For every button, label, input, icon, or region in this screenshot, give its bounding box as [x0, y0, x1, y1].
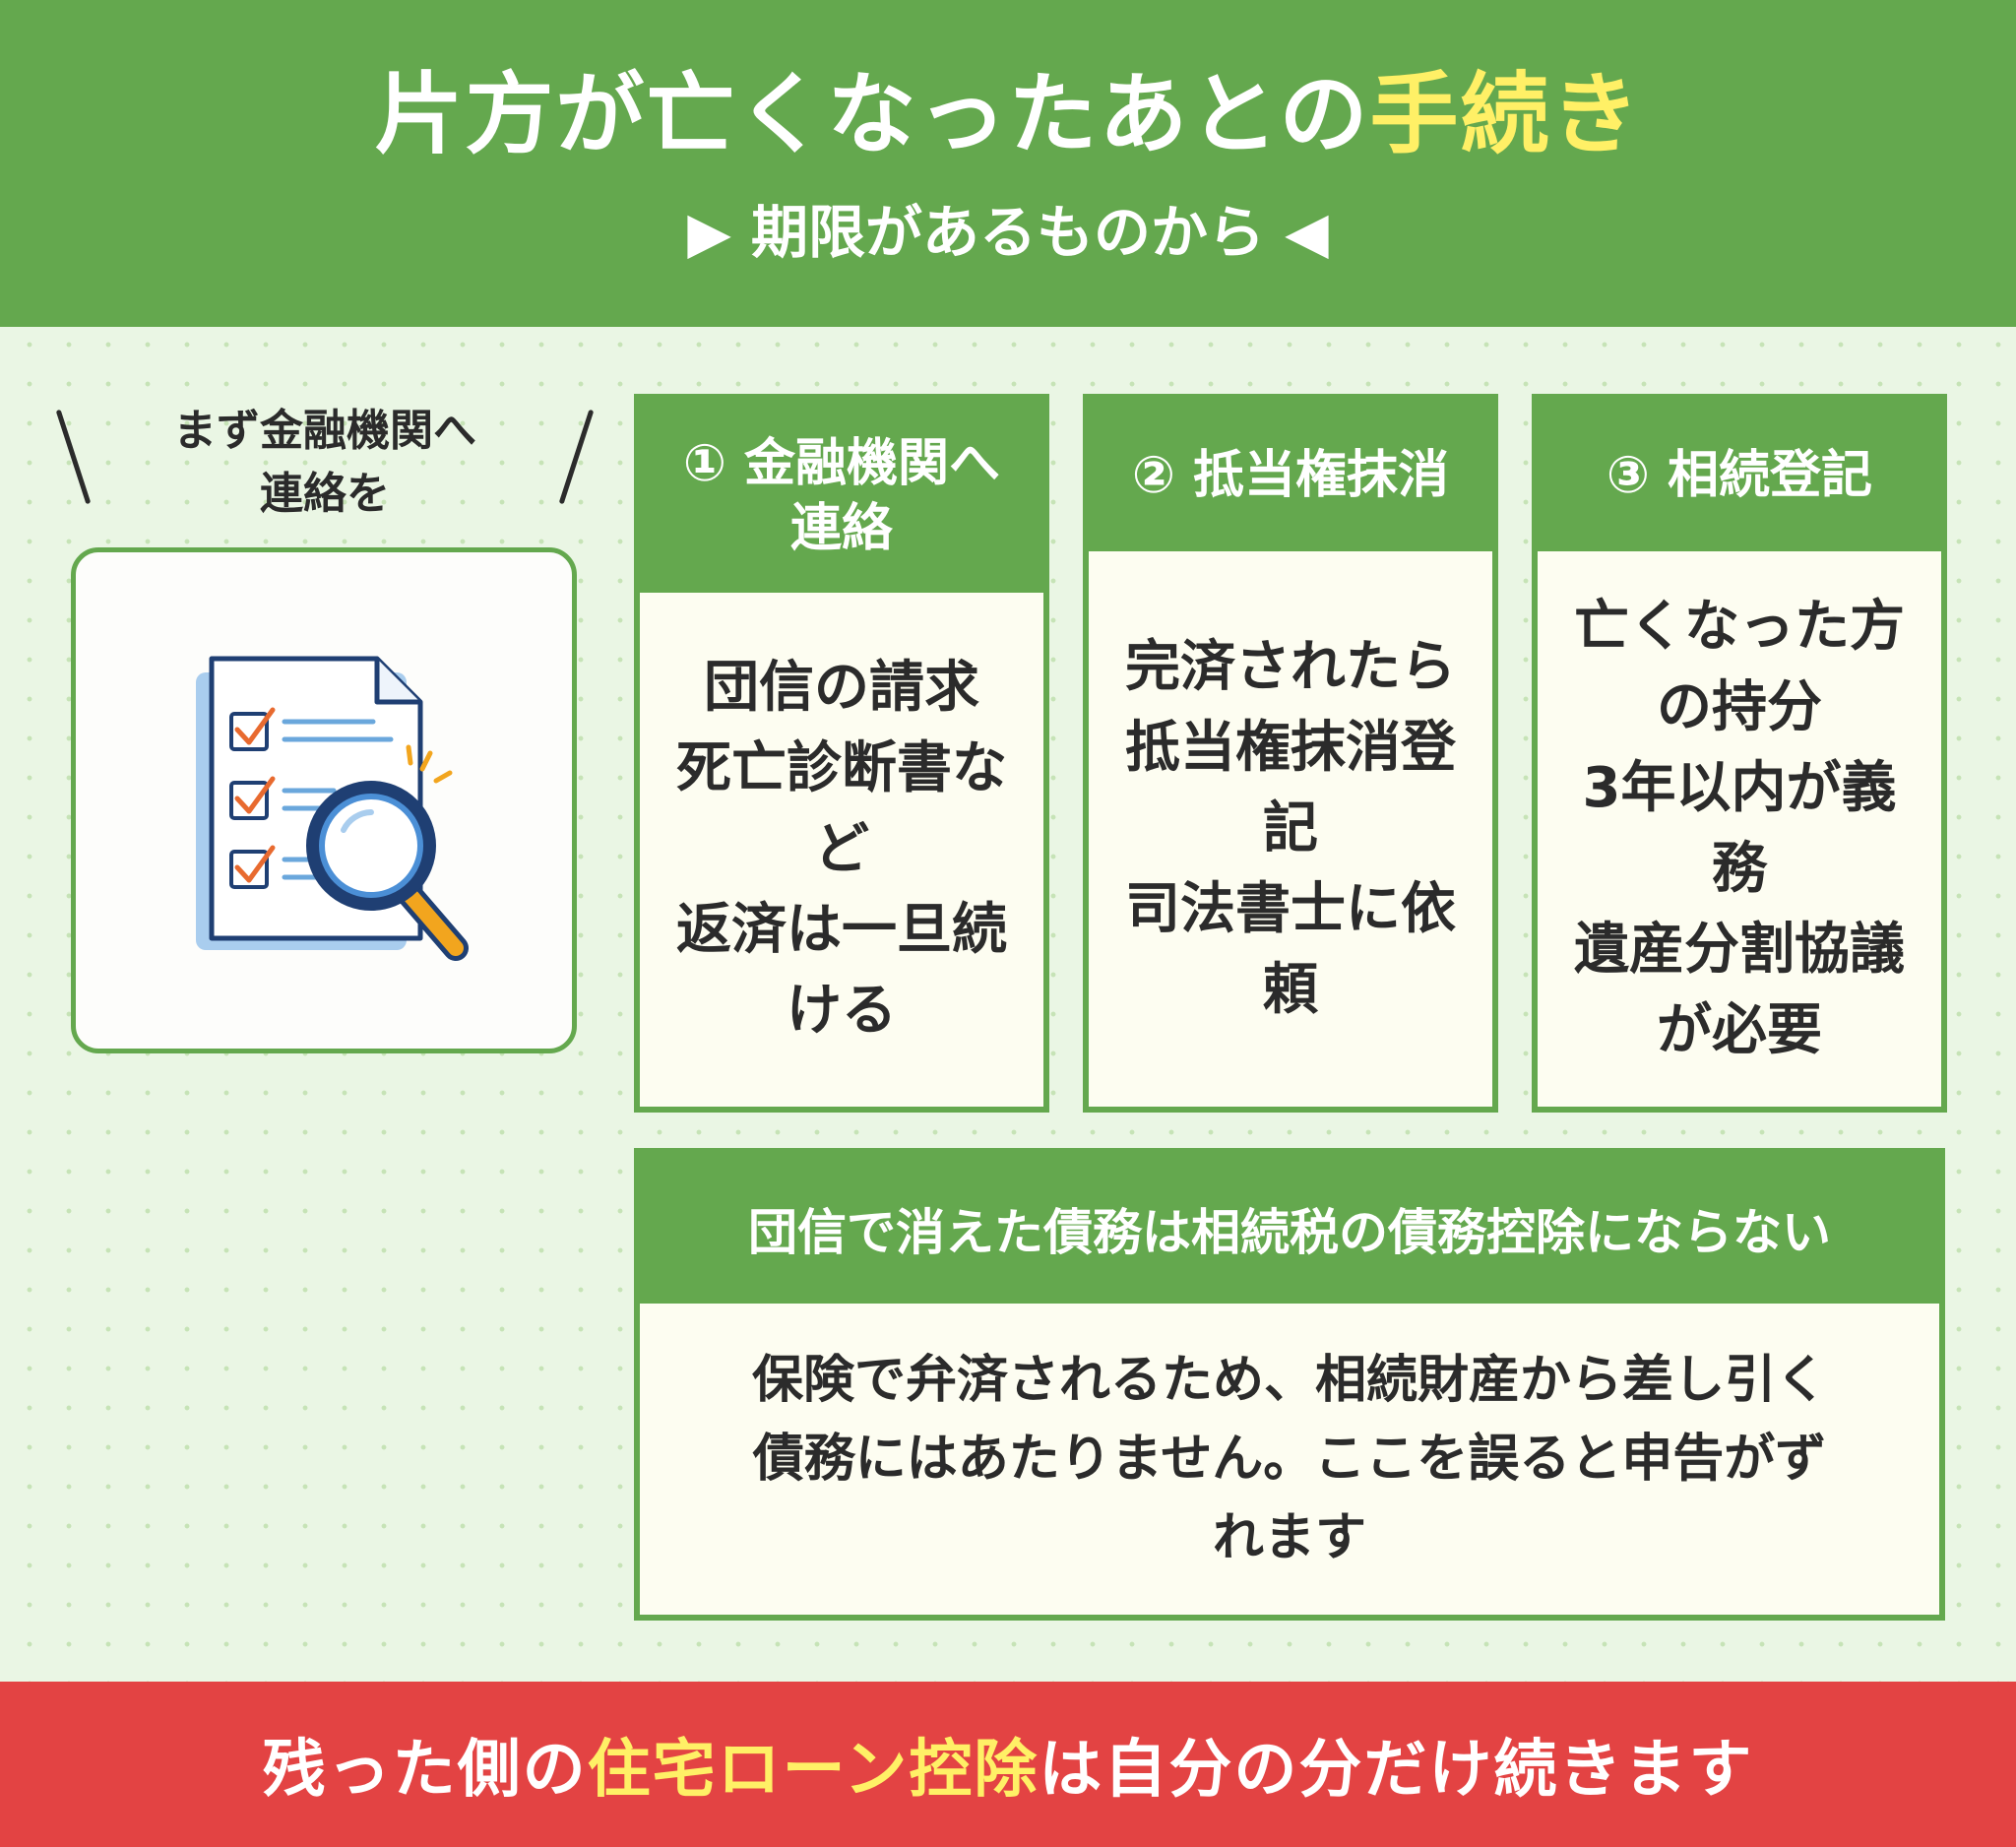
note-body-line: 保険で弁済されるため、相続財産から差し引く — [751, 1351, 1827, 1410]
card-body-line: ける — [787, 979, 897, 1043]
card-mortgage-cancellation-title: ② 抵当権抹消 — [1089, 400, 1492, 551]
card-body-line: 亡くなった方 — [1574, 595, 1905, 659]
card-inheritance-registration-body: 亡くなった方 の持分 3年以内が義 務 遺産分割協議 が必要 — [1538, 551, 1941, 1107]
card-mortgage-cancellation: ② 抵当権抹消 完済されたら 抵当権抹消登 記 司法書士に依 頼 — [1083, 394, 1498, 1113]
illustration-box — [71, 547, 577, 1053]
note-body-line: 債務にはあたりません。ここを誤ると申告がず — [752, 1430, 1827, 1489]
footer-text-post: は自分の分だけ続きます — [1039, 1734, 1754, 1807]
header-banner: 片方が亡くなったあとの手続き ▶ 期限があるものから ◀ — [0, 0, 2016, 327]
footer-banner: 残った側の住宅ローン控除は自分の分だけ続きます — [0, 1682, 2016, 1847]
card-inheritance-registration-title-line-1: ③ 相続登記 — [1606, 446, 1873, 505]
footer-text-pre: 残った側の — [262, 1734, 588, 1807]
left-slash-decoration — [55, 409, 92, 505]
card-body-line: 抵当権抹消登 — [1125, 716, 1456, 780]
footer-text: 残った側の住宅ローン控除は自分の分だけ続きます — [263, 1719, 1754, 1810]
intro-line-1: まず金融機関へ — [173, 406, 476, 456]
card-body-line: 務 — [1712, 837, 1767, 901]
card-bank-contact-title-line-2: 連絡 — [789, 499, 893, 558]
card-body-line: 頼 — [1263, 958, 1318, 1022]
footer-text-highlight: 住宅ローン控除 — [587, 1734, 1040, 1807]
card-bank-contact-title-line-1: ① 金融機関へ — [682, 434, 1001, 493]
card-bank-contact: ① 金融機関へ 連絡 団信の請求 死亡診断書な ど 返済は一旦続 ける — [634, 394, 1049, 1113]
card-body-line: ど — [814, 817, 869, 881]
page-subtitle: ▶ 期限があるものから ◀ — [687, 199, 1329, 266]
card-inheritance-registration-title: ③ 相続登記 — [1538, 400, 1941, 551]
note-body-line: れます — [1212, 1508, 1366, 1567]
intro-text: まず金融機関へ 連絡を — [108, 400, 541, 526]
page-title-highlight: 手続き — [1369, 63, 1642, 166]
right-slash-decoration — [558, 409, 595, 505]
intro-caption: まず金融機関へ 連絡を — [49, 396, 600, 534]
intro-line-2: 連絡を — [260, 469, 390, 519]
card-bank-contact-body: 団信の請求 死亡診断書な ど 返済は一旦続 ける — [640, 593, 1043, 1107]
card-body-line: 死亡診断書な — [676, 736, 1007, 800]
card-body-line: 遺産分割協議 — [1574, 918, 1905, 982]
card-body-line: 団信の請求 — [704, 656, 979, 720]
checklist-magnifier-icon — [196, 656, 469, 961]
card-bank-contact-title: ① 金融機関へ 連絡 — [640, 400, 1043, 593]
card-body-line: 司法書士に依 — [1125, 877, 1456, 941]
note-title: 団信で消えた債務は相続税の債務控除にならない — [640, 1154, 1939, 1304]
note-card: 団信で消えた債務は相続税の債務控除にならない 保険で弁済されるため、相続財産から… — [634, 1148, 1945, 1621]
card-mortgage-cancellation-body: 完済されたら 抵当権抹消登 記 司法書士に依 頼 — [1089, 551, 1492, 1107]
page-title: 片方が亡くなったあとの手続き — [0, 61, 2016, 169]
card-body-line: 記 — [1263, 796, 1318, 860]
card-body-line: の持分 — [1657, 675, 1822, 739]
card-mortgage-cancellation-title-line-1: ② 抵当権抹消 — [1131, 446, 1450, 505]
card-body-line: 3年以内が義 — [1582, 756, 1897, 820]
card-body-line: 返済は一旦続 — [676, 898, 1007, 962]
page-title-main: 片方が亡くなったあとの — [374, 63, 1370, 166]
card-body-line: が必要 — [1657, 998, 1822, 1062]
card-body-line: 完済されたら — [1125, 635, 1456, 699]
note-body: 保険で弁済されるため、相続財産から差し引く 債務にはあたりません。ここを誤ると申… — [640, 1304, 1939, 1615]
card-inheritance-registration: ③ 相続登記 亡くなった方 の持分 3年以内が義 務 遺産分割協議 が必要 — [1532, 394, 1947, 1113]
